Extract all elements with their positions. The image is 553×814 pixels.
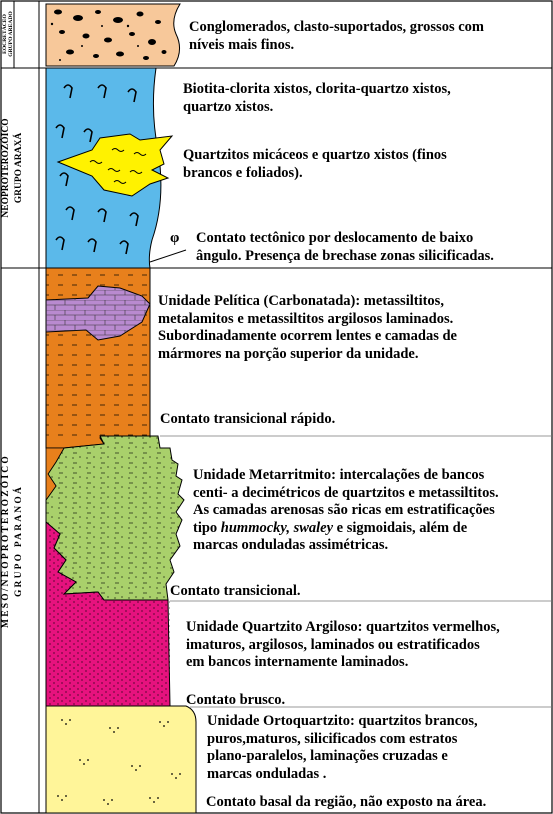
araxa-group: GRUPO ARAXÁ <box>14 132 24 204</box>
conglomerate-layer <box>45 3 181 67</box>
desc-contato-tectonico: Contato tectônico por deslocamento de ba… <box>196 230 494 264</box>
desc-ortoquartzito: Unidade Ortoquartzito: quartzitos branco… <box>207 713 478 782</box>
fault-trace <box>149 249 187 263</box>
quartzito-argiloso-texture <box>46 600 170 706</box>
fault-symbol: φ <box>170 230 180 246</box>
quartzite-lens <box>56 133 174 197</box>
desc-unidade-pelitica: Unidade Pelítica (Carbonatada): metassil… <box>158 293 457 362</box>
desc-quartzito-argiloso: Unidade Quartzito Argiloso: quartzitos v… <box>186 619 500 670</box>
desc-conglomerados: Conglomerados, clasto-suportados, grosso… <box>189 19 484 53</box>
desc-contato-transicional: Contato transicional. <box>170 583 301 599</box>
group-label-areado: EOCRETÁCEO GRUPO AREADO <box>2 0 14 68</box>
group-label-parana: MESO/NEOPROTEROZÓICO GRUPO PARANOÁ <box>0 431 30 651</box>
desc-quartzitos-micaceos: Quartzitos micáceos e quartzo xistos (fi… <box>183 147 447 181</box>
parana-age: MESO/NEOPROTEROZÓICO <box>1 454 11 628</box>
conglomerate-clasts <box>50 9 167 61</box>
quartzite-lens-texture <box>89 148 147 184</box>
group-label-araxa: NEOPROTEROZÓICO GRUPO ARAXÁ <box>0 88 30 248</box>
desc-xistos: Biotita-clorita xistos, clorita-quartzo … <box>183 81 451 115</box>
ortoquartzito-texture <box>57 719 181 805</box>
areado-group: GRUPO AREADO <box>8 11 14 57</box>
schist-symbols <box>55 84 139 255</box>
desc-contato-basal: Contato basal da região, não exposto na … <box>206 794 487 810</box>
desc-contato-transicional-rapido: Contato transicional rápido. <box>160 411 336 427</box>
araxa-age: NEOPROTEROZÓICO <box>1 118 11 218</box>
desc-contato-brusco: Contato brusco. <box>186 692 286 708</box>
parana-group: GRUPO PARANOÁ <box>14 484 24 598</box>
ortoquartzito-layer <box>45 705 197 814</box>
desc-metarritmito: Unidade Metarritmito: intercalações de b… <box>193 467 499 553</box>
